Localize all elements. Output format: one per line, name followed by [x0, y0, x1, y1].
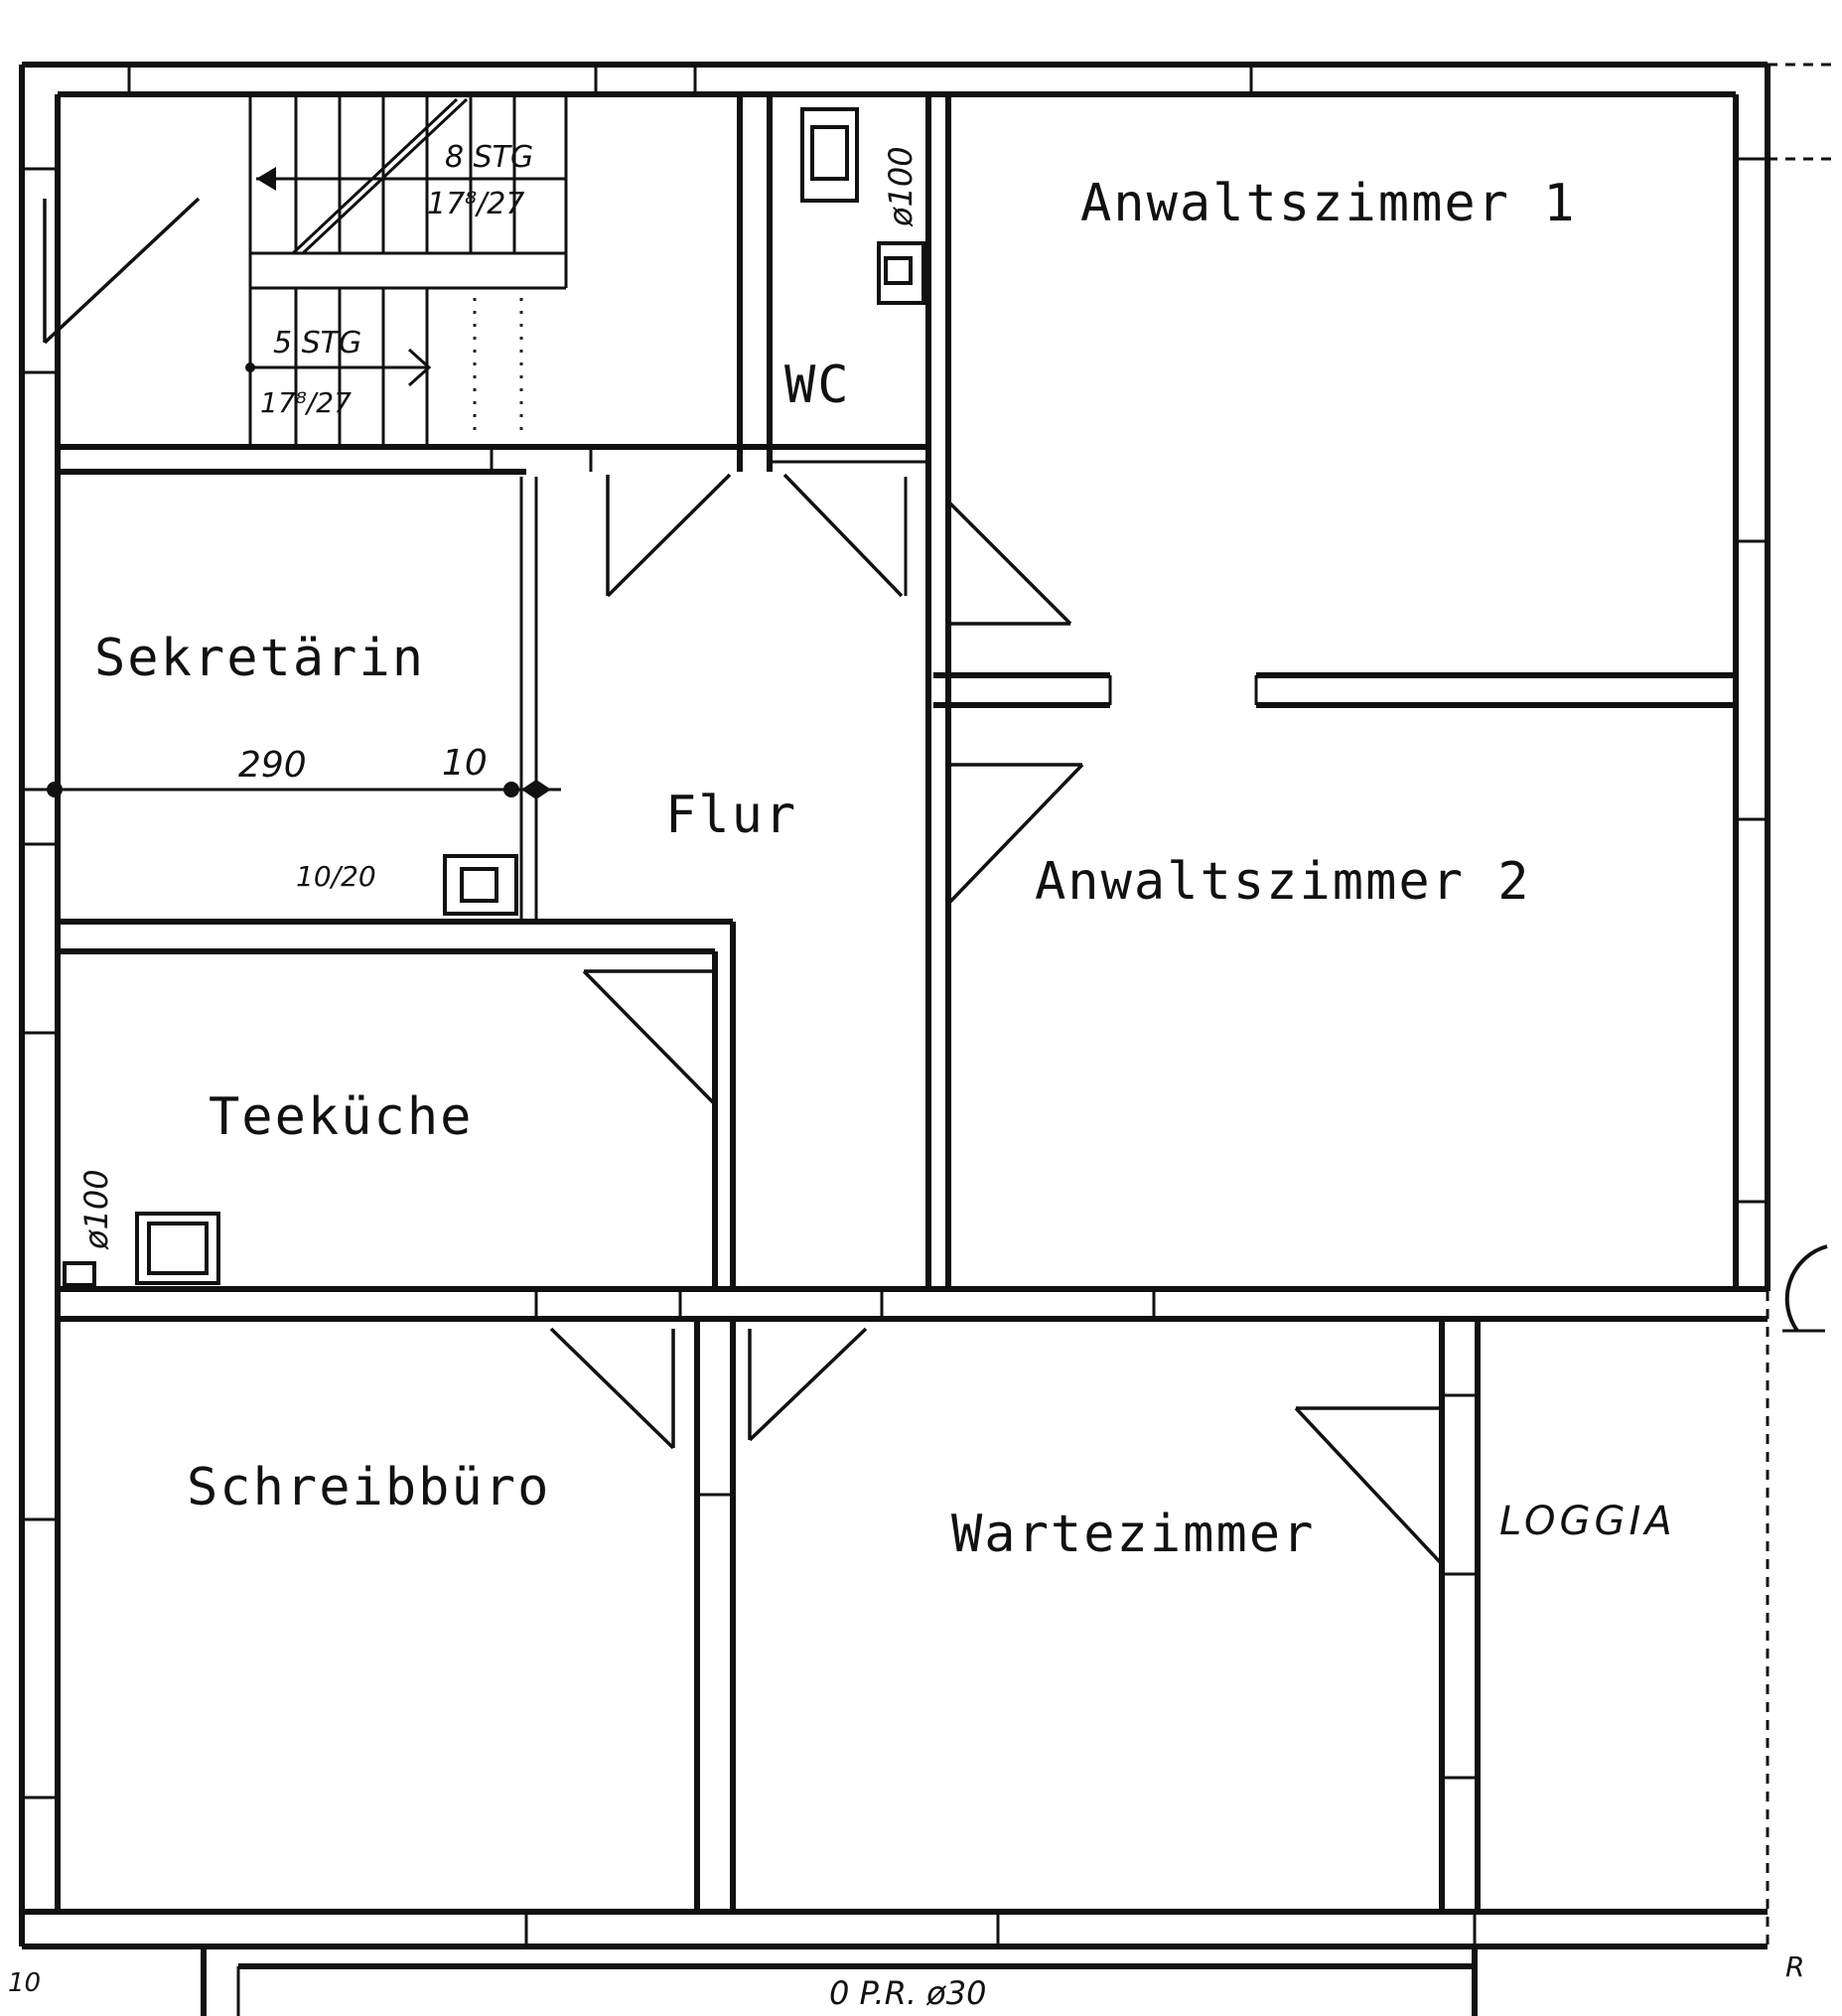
label-flur: Flur [665, 786, 797, 845]
dim-290: 290 [238, 745, 307, 786]
stair-upper-count: 8 STG [445, 140, 533, 175]
kitchen-fixture [135, 1212, 220, 1285]
chimney [443, 854, 518, 916]
label-sekretaerin: Sekretärin [94, 629, 425, 688]
doors [43, 197, 1444, 1566]
label-teekueche: Teeküche [209, 1087, 473, 1147]
door-swing-schreibbuero [549, 1327, 675, 1450]
door-swing-flur-left [606, 473, 732, 598]
room-labels: Anwaltszimmer 1 Anwaltszimmer 2 Sekretär… [94, 174, 1676, 1564]
label-anwaltszimmer-2: Anwaltszimmer 2 [1035, 852, 1531, 912]
fixtures [22, 107, 1828, 1333]
pipe-wc-label: ø100 [882, 146, 920, 227]
label-loggia: LOGGIA [1499, 1499, 1676, 1544]
door-swing-wartezimmer [748, 1327, 868, 1442]
door-swing-anwalt1 [946, 500, 1072, 626]
pipe-kitchen-label: ø100 [77, 1169, 115, 1250]
staircase [245, 94, 568, 447]
door-swing-stair [43, 197, 201, 345]
label-anwaltszimmer-1: Anwaltszimmer 1 [1080, 174, 1577, 233]
chimney-size: 10/20 [296, 860, 376, 893]
annotations: 8 STG 17⁸/27 5 STG 17⁸/27 ø100 ø100 290 … [8, 140, 1804, 2012]
door-swing-teekueche [582, 969, 715, 1104]
left-margin-label: 10 [8, 1968, 41, 1998]
right-margin-label: R [1785, 1950, 1804, 1983]
door-swing-wc [782, 473, 904, 598]
stair-upper-ratio: 17⁸/27 [427, 187, 524, 221]
outer-walls [19, 62, 1837, 2016]
wc-pipe-box [877, 241, 925, 305]
drain-arc [1784, 1244, 1828, 1333]
dim-10: 10 [442, 743, 488, 784]
label-wartezimmer: Wartezimmer [951, 1505, 1315, 1564]
interior-walls [58, 94, 1768, 1912]
stair-lower-ratio: 17⁸/27 [260, 386, 352, 419]
door-swing-anwalt2 [946, 763, 1084, 906]
door-swing-loggia [1294, 1406, 1444, 1566]
label-schreibbuero: Schreibbüro [187, 1458, 550, 1517]
bottom-pipe-label: 0 P.R. ø30 [829, 1974, 986, 2012]
wc-toilet [800, 107, 859, 203]
stair-lower-count: 5 STG [273, 326, 361, 360]
label-wc: WC [784, 356, 851, 415]
